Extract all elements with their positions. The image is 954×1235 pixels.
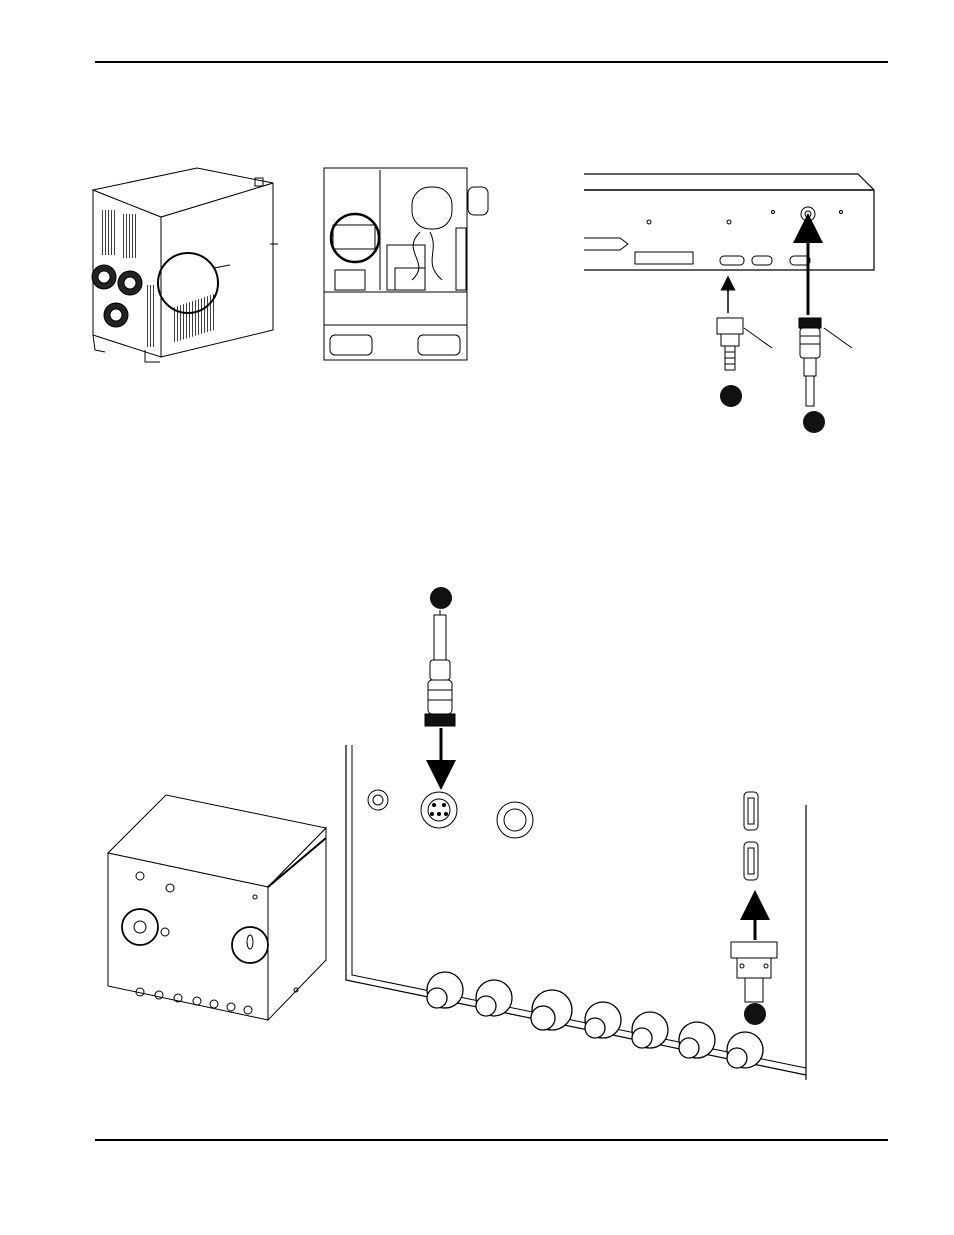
- callout-marker-2: [803, 411, 825, 433]
- callout-marker-4: [744, 1003, 766, 1025]
- control-board-connector-detail: [584, 174, 874, 406]
- console-enclosure-view: [108, 795, 326, 1020]
- console-rear-panel-detail: [346, 610, 806, 1080]
- power-supply-interior-view: [324, 168, 488, 360]
- header-rule: [95, 61, 888, 63]
- footer-rule: [95, 1139, 888, 1141]
- callout-marker-3: [430, 587, 452, 609]
- callout-marker-1: [720, 385, 742, 407]
- power-supply-rear-view: [92, 168, 278, 362]
